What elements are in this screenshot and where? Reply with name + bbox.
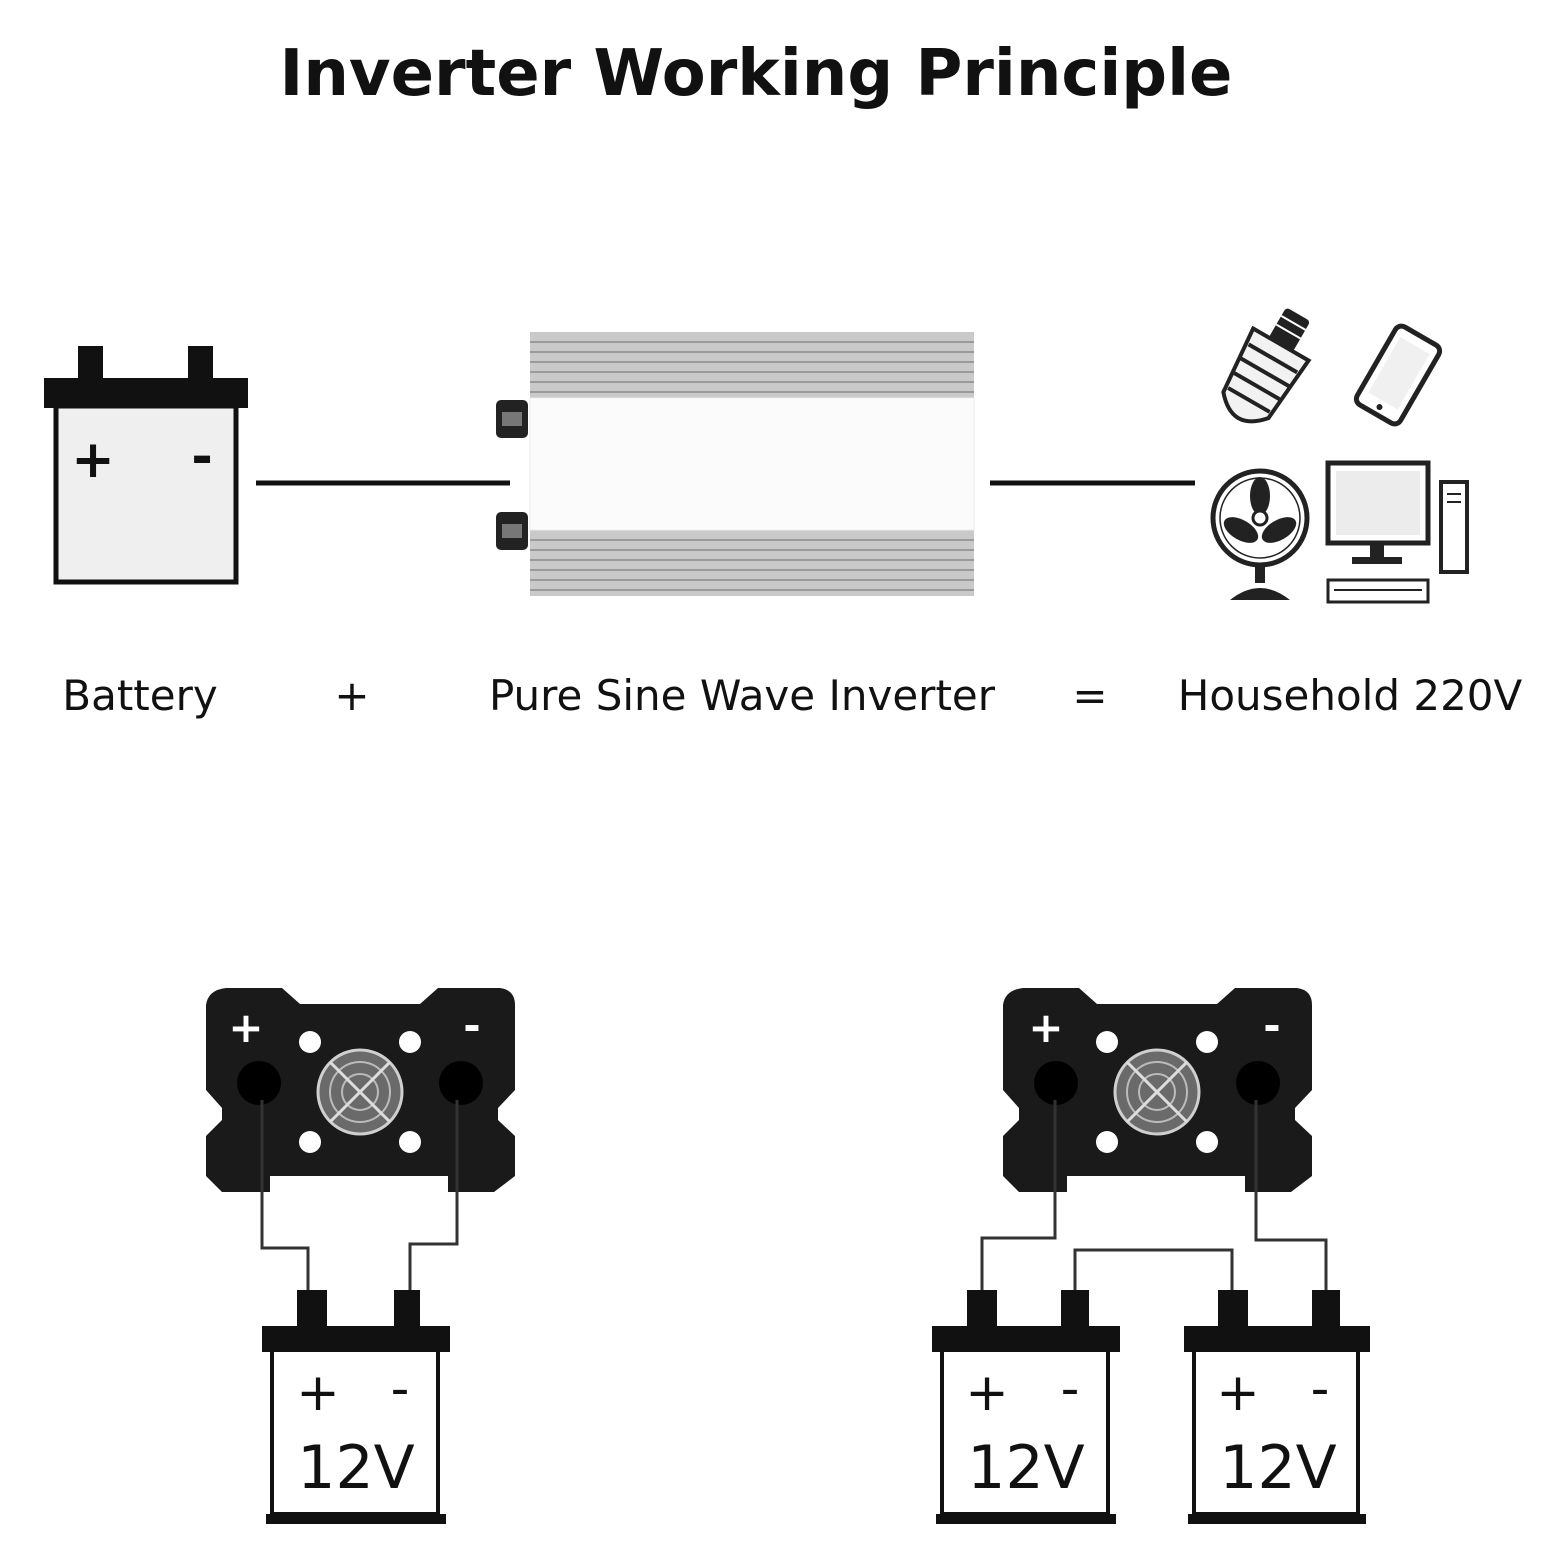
battery-minus-label: - [391, 1359, 410, 1419]
smartphone-icon [1353, 323, 1443, 427]
plus-operator: + [334, 671, 369, 720]
battery-voltage-label: 12V [297, 1433, 414, 1503]
single-battery-wiring: + - + - 12 [206, 988, 515, 1524]
battery-plus-label: + [71, 430, 115, 490]
battery-plus-label: + [296, 1363, 340, 1423]
panel-minus-label: - [1263, 1001, 1280, 1050]
equals-operator: = [1072, 671, 1107, 720]
desktop-computer-icon [1325, 460, 1469, 604]
battery-12v-series-2: + - 12V [1184, 1290, 1370, 1524]
desk-fan-icon [1210, 468, 1310, 600]
output-caption: Household 220V [1178, 671, 1523, 720]
battery-minus-label: - [1311, 1359, 1330, 1419]
light-bulb-icon [1221, 308, 1312, 424]
positive-terminal [237, 1061, 281, 1105]
positive-terminal [1034, 1061, 1078, 1105]
battery-voltage-label: 12V [1219, 1433, 1336, 1503]
panel-plus-label: + [228, 1003, 263, 1052]
battery-12v-single: + - 12V [262, 1290, 450, 1524]
inverter-panel-left: + - [206, 988, 515, 1192]
battery-caption: Battery [62, 671, 217, 720]
inverter-caption: Pure Sine Wave Inverter [489, 671, 996, 720]
panel-minus-label: - [463, 1001, 480, 1050]
battery-plus-label: + [965, 1363, 1009, 1423]
battery-voltage-label: 12V [967, 1433, 1084, 1503]
series-battery-wiring: + - + - [932, 988, 1370, 1524]
battery-icon: + - [44, 346, 248, 585]
negative-terminal [439, 1061, 483, 1105]
inverter-icon [496, 332, 975, 596]
cooling-fan-icon [316, 1048, 404, 1136]
battery-minus-label: - [191, 427, 213, 487]
negative-terminal [1236, 1061, 1280, 1105]
inverter-panel-right: + - [1003, 988, 1312, 1192]
battery-12v-series-1: + - 12V [932, 1290, 1120, 1524]
battery-minus-label: - [1061, 1359, 1080, 1419]
battery-plus-label: + [1216, 1363, 1260, 1423]
page-title: Inverter Working Principle [280, 37, 1233, 111]
cooling-fan-icon [1113, 1048, 1201, 1136]
panel-plus-label: + [1028, 1003, 1063, 1052]
